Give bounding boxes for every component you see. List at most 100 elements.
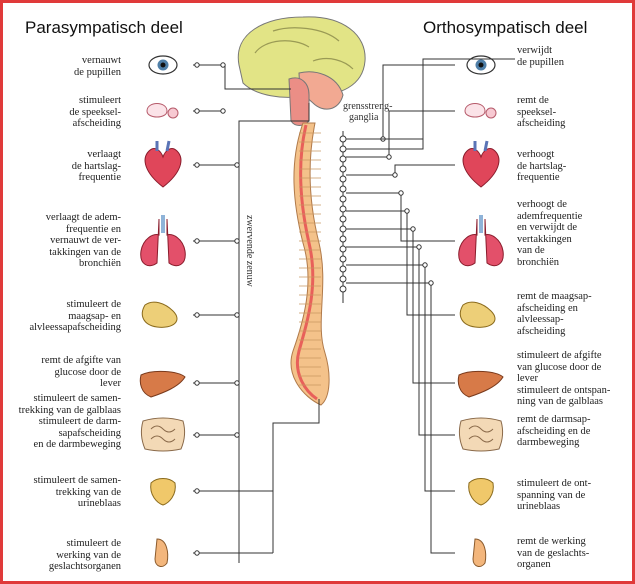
left-ganglion [234, 380, 240, 386]
right-ganglion [422, 262, 428, 268]
right-effect-line: organen [517, 559, 551, 570]
ganglion [339, 275, 347, 283]
ganglion [339, 215, 347, 223]
brainstem-shape [288, 77, 310, 126]
left-effect-line: stimuleert de samen- [33, 475, 121, 486]
left-effect-line: stimuleert [79, 95, 121, 106]
right-heart-heart-icon [462, 148, 500, 188]
right-organ-wire [346, 264, 455, 492]
right-effect-line: vertakkingen [517, 233, 572, 245]
left-ganglion [220, 62, 226, 68]
right-effect-line: stimuleert de ont- [517, 478, 592, 489]
right-gland-wire [346, 111, 424, 150]
left-effect-line: bronchiën [79, 258, 121, 269]
left-ganglion [194, 238, 200, 244]
ganglia-label: grensstreng- ganglia [343, 101, 392, 123]
ganglion [339, 145, 347, 153]
left-ganglion [234, 312, 240, 318]
right-effect-line: darmbeweging [517, 437, 580, 448]
right-effect-line: ademfrequentie [517, 210, 583, 222]
left-effect-line: glucose door de [54, 366, 121, 378]
left-ganglion [194, 488, 200, 494]
right-effect-line: verhoogt de [517, 199, 567, 210]
left-stomach-stomach-icon [141, 301, 178, 328]
right-liver-liver-icon [457, 370, 504, 398]
right-effect-line: afscheiding en de [517, 425, 591, 437]
ganglion [339, 135, 347, 143]
sacral-nerve-wire [272, 399, 320, 553]
ganglion [339, 155, 347, 163]
brain-folds [254, 27, 354, 70]
right-organ-wire [346, 282, 455, 554]
left-effect-line: verlaagt [87, 149, 121, 160]
right-organ-wire [346, 110, 455, 158]
right-effect-line: frequentie [517, 172, 560, 183]
left-intestine-intestine-icon [140, 417, 186, 452]
right-effect-line: de hartslag- [517, 160, 567, 172]
left-eye-pupil [160, 62, 166, 68]
right-intestine-intestine-icon [458, 417, 504, 452]
left-effect-line: sapafscheiding [58, 427, 121, 439]
vagus-trunk-wire [238, 103, 310, 563]
left-effect-line: de pupillen [74, 66, 121, 78]
right-ganglion [410, 226, 416, 232]
right-effect-line: verhoogt [517, 149, 555, 160]
left-ganglion [194, 380, 200, 386]
right-effect-line: stimuleert de ontspan- [517, 384, 611, 396]
left-effect-line: urineblaas [77, 498, 121, 509]
right-effect-line: speeksel- [517, 106, 557, 118]
left-heart-heart-vessels [155, 140, 171, 152]
right-effect-line: afscheiding [517, 118, 566, 129]
ganglion [339, 265, 347, 273]
left-effect-line: stimuleert de samen- [33, 393, 121, 404]
ganglion [339, 255, 347, 263]
right-eye-pupil [478, 62, 484, 68]
right-lungs-lung-right-icon [484, 218, 504, 267]
right-effect-line: afscheiding en [517, 302, 578, 314]
left-ganglion [194, 162, 200, 168]
left-effect-line: stimuleert de [66, 538, 121, 549]
diagram-canvas [139, 16, 515, 567]
left-effect-line: de speeksel- [69, 106, 121, 118]
left-ganglion [234, 432, 240, 438]
right-intestine-intestine-coils [468, 425, 494, 443]
left-lungs-lung-left-icon [140, 218, 160, 267]
left-effect-line: remt de afgifte van [41, 355, 121, 366]
right-ganglion [416, 244, 422, 250]
right-effect-line: spanning van de [517, 489, 586, 501]
right-stomach-stomach-icon [459, 301, 496, 328]
left-ganglion [194, 312, 200, 318]
left-effect-line: vernauwt [81, 55, 121, 66]
right-organ-wire [346, 164, 455, 176]
ganglion [339, 205, 347, 213]
left-intestine-intestine-coils [150, 425, 176, 443]
left-ganglion [234, 238, 240, 244]
ganglion [339, 185, 347, 193]
left-effect-line: werking van de [56, 549, 121, 561]
vagus-nerve-label: zwervende zenuw [244, 215, 255, 287]
cranial-nerve-wire [224, 65, 291, 90]
right-lungs-lung-left-icon [458, 218, 478, 267]
left-effect-line: trekking van de galblaas [18, 404, 121, 416]
right-effect-line: remt de [517, 95, 549, 106]
right-effect-line: lever [517, 373, 538, 384]
right-effect-line: en verwijdt de [517, 222, 578, 233]
right-gland-gland-lobe [485, 107, 497, 119]
right-ganglion [386, 154, 392, 160]
ganglion [339, 225, 347, 233]
right-organ-wire [346, 246, 455, 436]
left-effect-line: frequentie [78, 172, 121, 183]
ganglion [339, 175, 347, 183]
